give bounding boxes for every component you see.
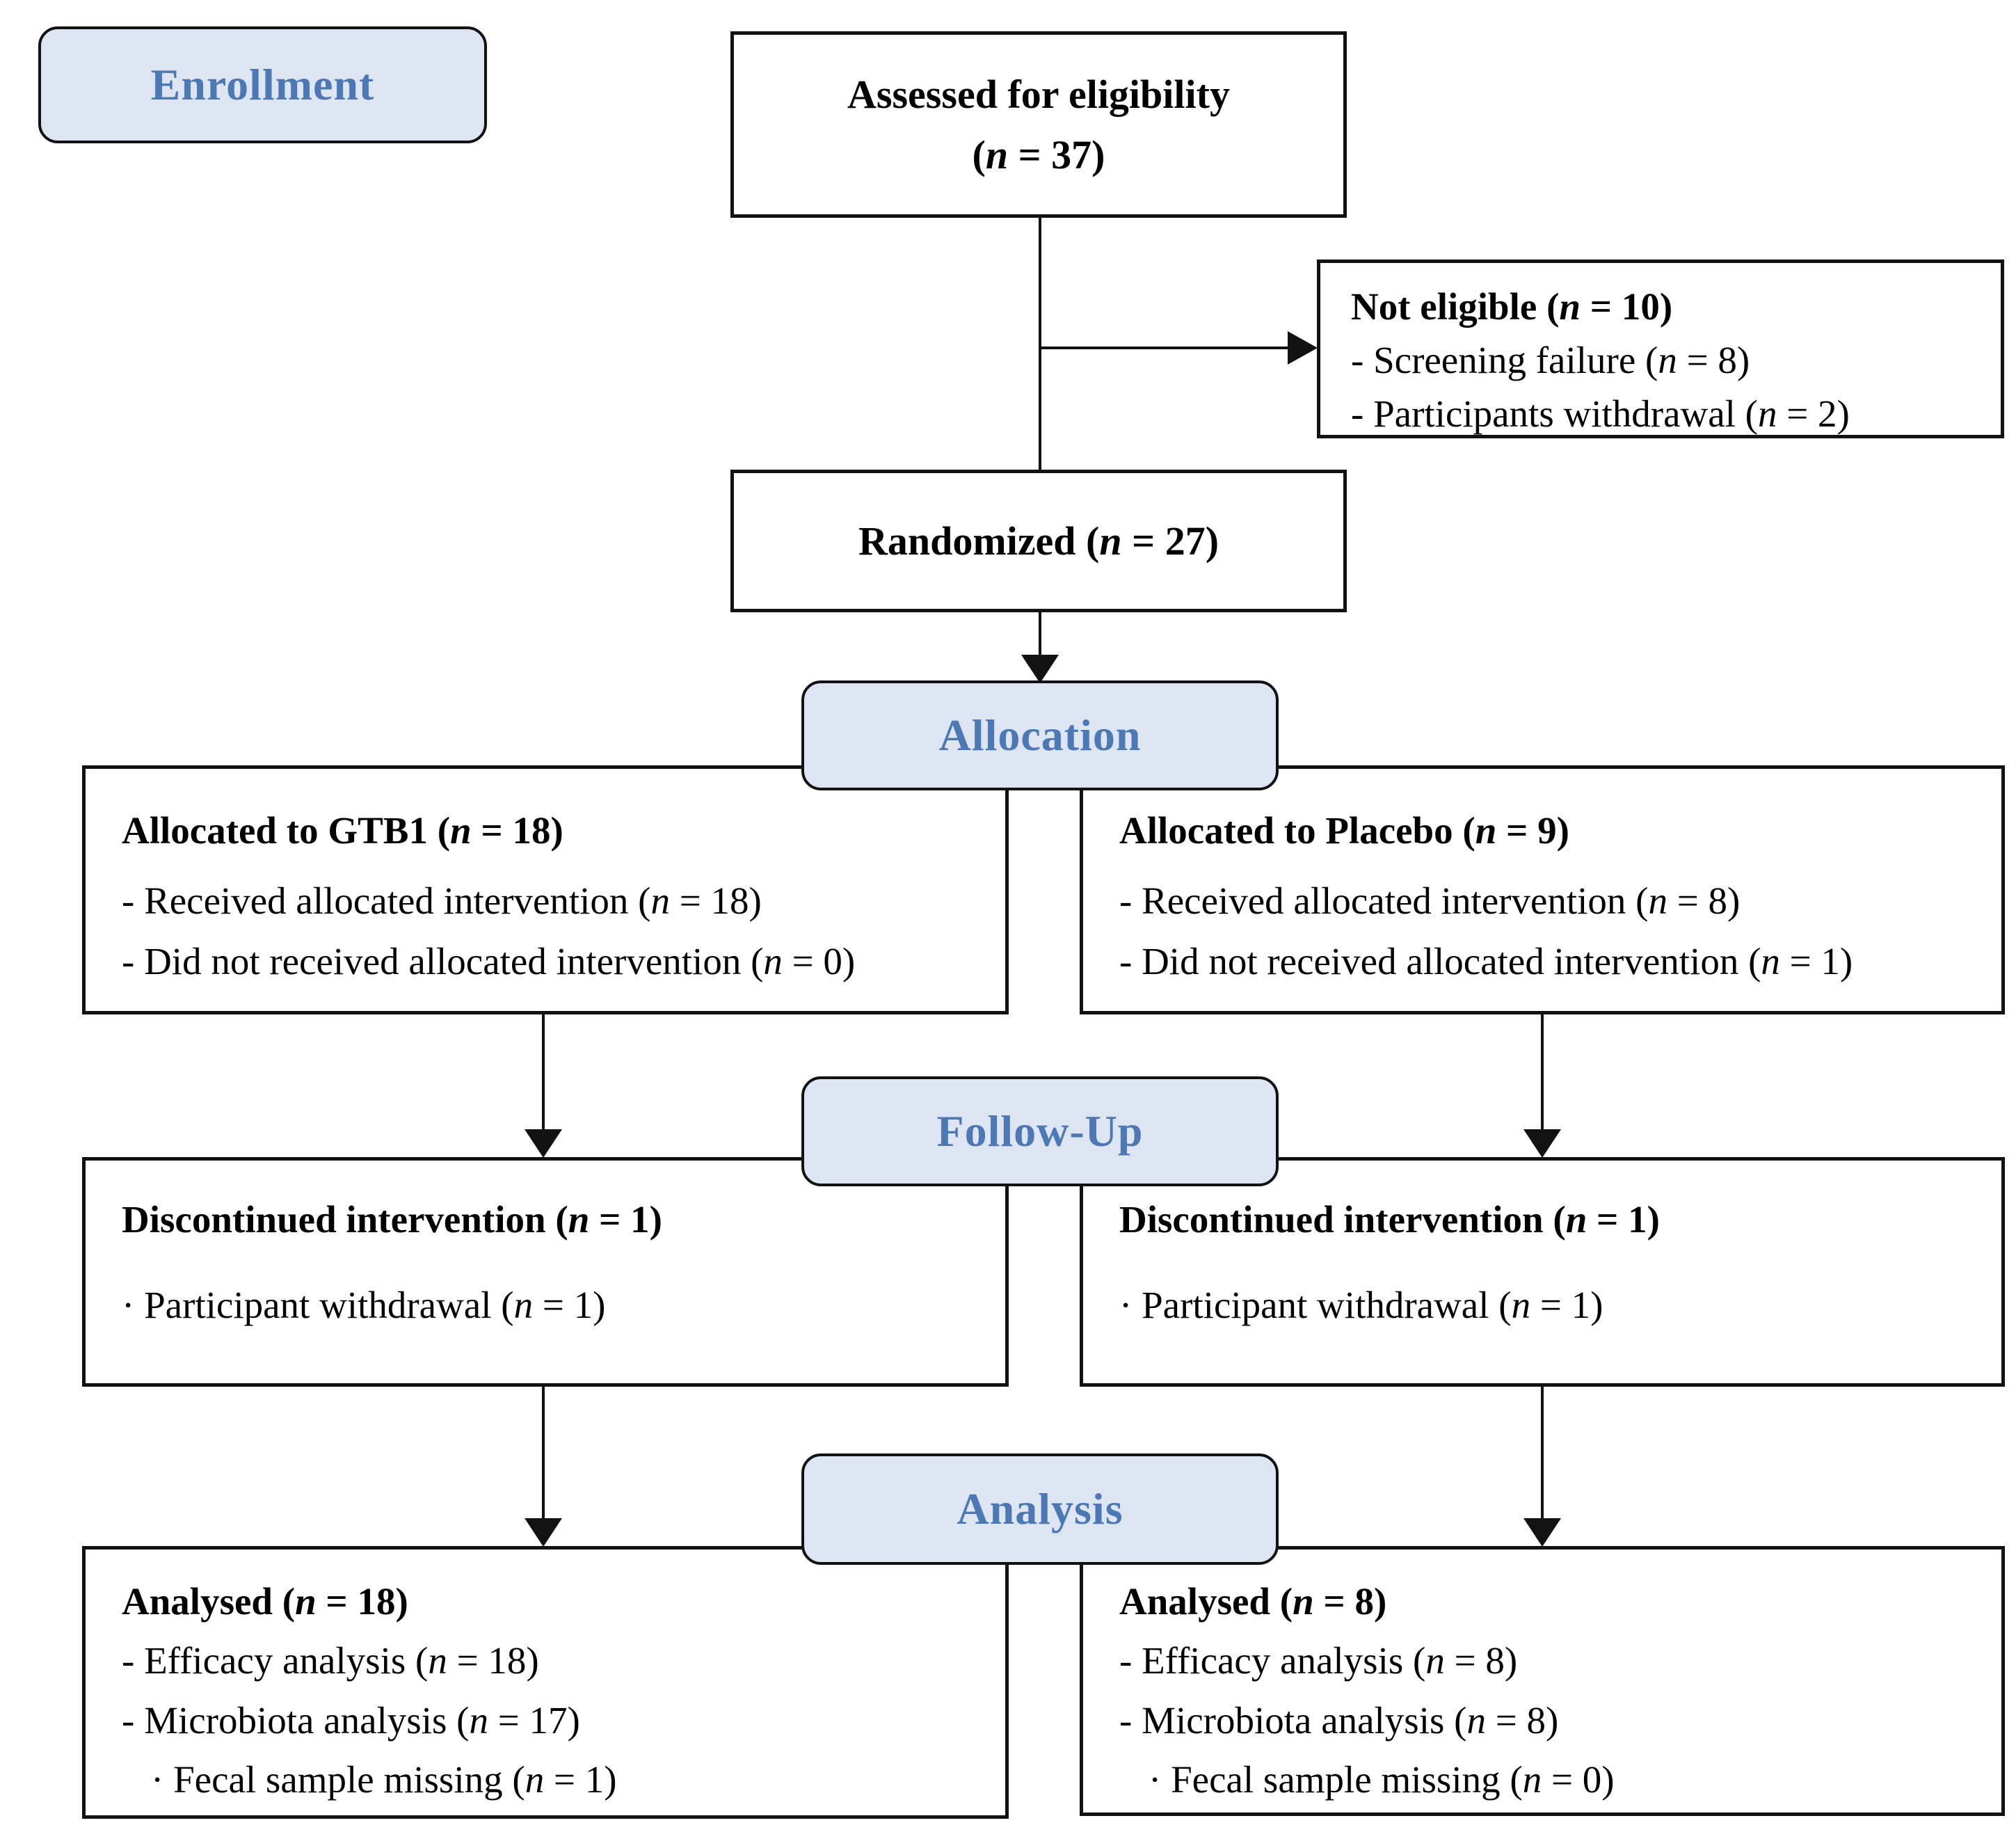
arrowhead-down-furight [1523,1129,1561,1158]
stage-label-enrollment: Enrollment [38,26,487,143]
alloc-left-item: - Did not received allocated interventio… [122,939,856,982]
box-randomized: Randomized (n = 27) [730,470,1347,612]
box-analysed-left: Analysed (n = 18) - Efficacy analysis (n… [82,1546,1009,1819]
analysis-left-item: · Fecal sample missing (n = 1) [151,1758,617,1801]
analysis-right-title: Analysed (n = 8) [1119,1580,1387,1623]
analysis-right-item: - Efficacy analysis (n = 8) [1119,1639,1518,1682]
alloc-left-title: Allocated to GTB1 (n = 18) [122,809,563,852]
box-analysed-right: Analysed (n = 8) - Efficacy analysis (n … [1080,1546,2005,1816]
alloc-left-item: - Received allocated intervention (n = 1… [122,879,762,922]
box-allocated-placebo: Allocated to Placebo (n = 9) - Received … [1080,765,2005,1014]
alloc-right-item: - Received allocated intervention (n = 8… [1119,879,1741,922]
analysis-left-title: Analysed (n = 18) [122,1580,408,1623]
arrowhead-down-analysisleft [525,1518,562,1547]
stage-label-analysis: Analysis [801,1453,1279,1565]
not-eligible-item: - Screening failure (n = 8) [1351,339,1750,381]
assessed-line2: (n = 37) [972,132,1105,177]
connector-branch-not-eligible [1040,346,1289,349]
arrowhead-down-allocation [1021,655,1059,683]
connector-assessed-to-randomized [1039,218,1041,470]
box-discontinued-right: Discontinued intervention (n = 1) · Part… [1080,1157,2005,1387]
alloc-right-title: Allocated to Placebo (n = 9) [1119,809,1569,852]
fu-left-title: Discontinued intervention (n = 1) [122,1198,662,1241]
arrowhead-right-not-eligible [1288,331,1318,365]
arrowhead-down-analysisright [1523,1518,1561,1547]
assessed-line1: Assessed for eligibility [847,72,1230,117]
alloc-right-item: - Did not received allocated interventio… [1119,939,1853,982]
connector-fuleft-to-analysisleft [542,1385,545,1520]
fu-right-item: · Participant withdrawal (n = 1) [1119,1283,1603,1326]
connector-allocleft-to-fuleft [542,1014,545,1131]
fu-right-title: Discontinued intervention (n = 1) [1119,1198,1660,1241]
box-not-eligible: Not eligible (n = 10) - Screening failur… [1317,260,2004,438]
not-eligible-title: Not eligible (n = 10) [1351,285,1673,328]
box-assessed-for-eligibility: Assessed for eligibility (n = 37) [730,31,1347,218]
connector-randomized-to-allocation [1039,612,1041,657]
connector-furight-to-analysisright [1541,1385,1544,1520]
not-eligible-item: - Participants withdrawal (n = 2) [1351,392,1850,435]
analysis-right-item: - Microbiota analysis (n = 8) [1119,1698,1559,1742]
connector-allocright-to-furight [1541,1014,1544,1131]
stage-label-allocation: Allocation [801,680,1279,790]
box-allocated-gtb1: Allocated to GTB1 (n = 18) - Received al… [82,765,1009,1014]
box-discontinued-left: Discontinued intervention (n = 1) · Part… [82,1157,1009,1387]
analysis-right-item: · Fecal sample missing (n = 0) [1149,1758,1615,1801]
arrowhead-down-fuleft [525,1129,562,1158]
stage-label-followup: Follow-Up [801,1076,1279,1186]
analysis-left-item: - Microbiota analysis (n = 17) [122,1698,580,1742]
fu-left-item: · Participant withdrawal (n = 1) [122,1283,606,1326]
analysis-left-item: - Efficacy analysis (n = 18) [122,1639,539,1682]
randomized-text: Randomized (n = 27) [858,518,1219,564]
